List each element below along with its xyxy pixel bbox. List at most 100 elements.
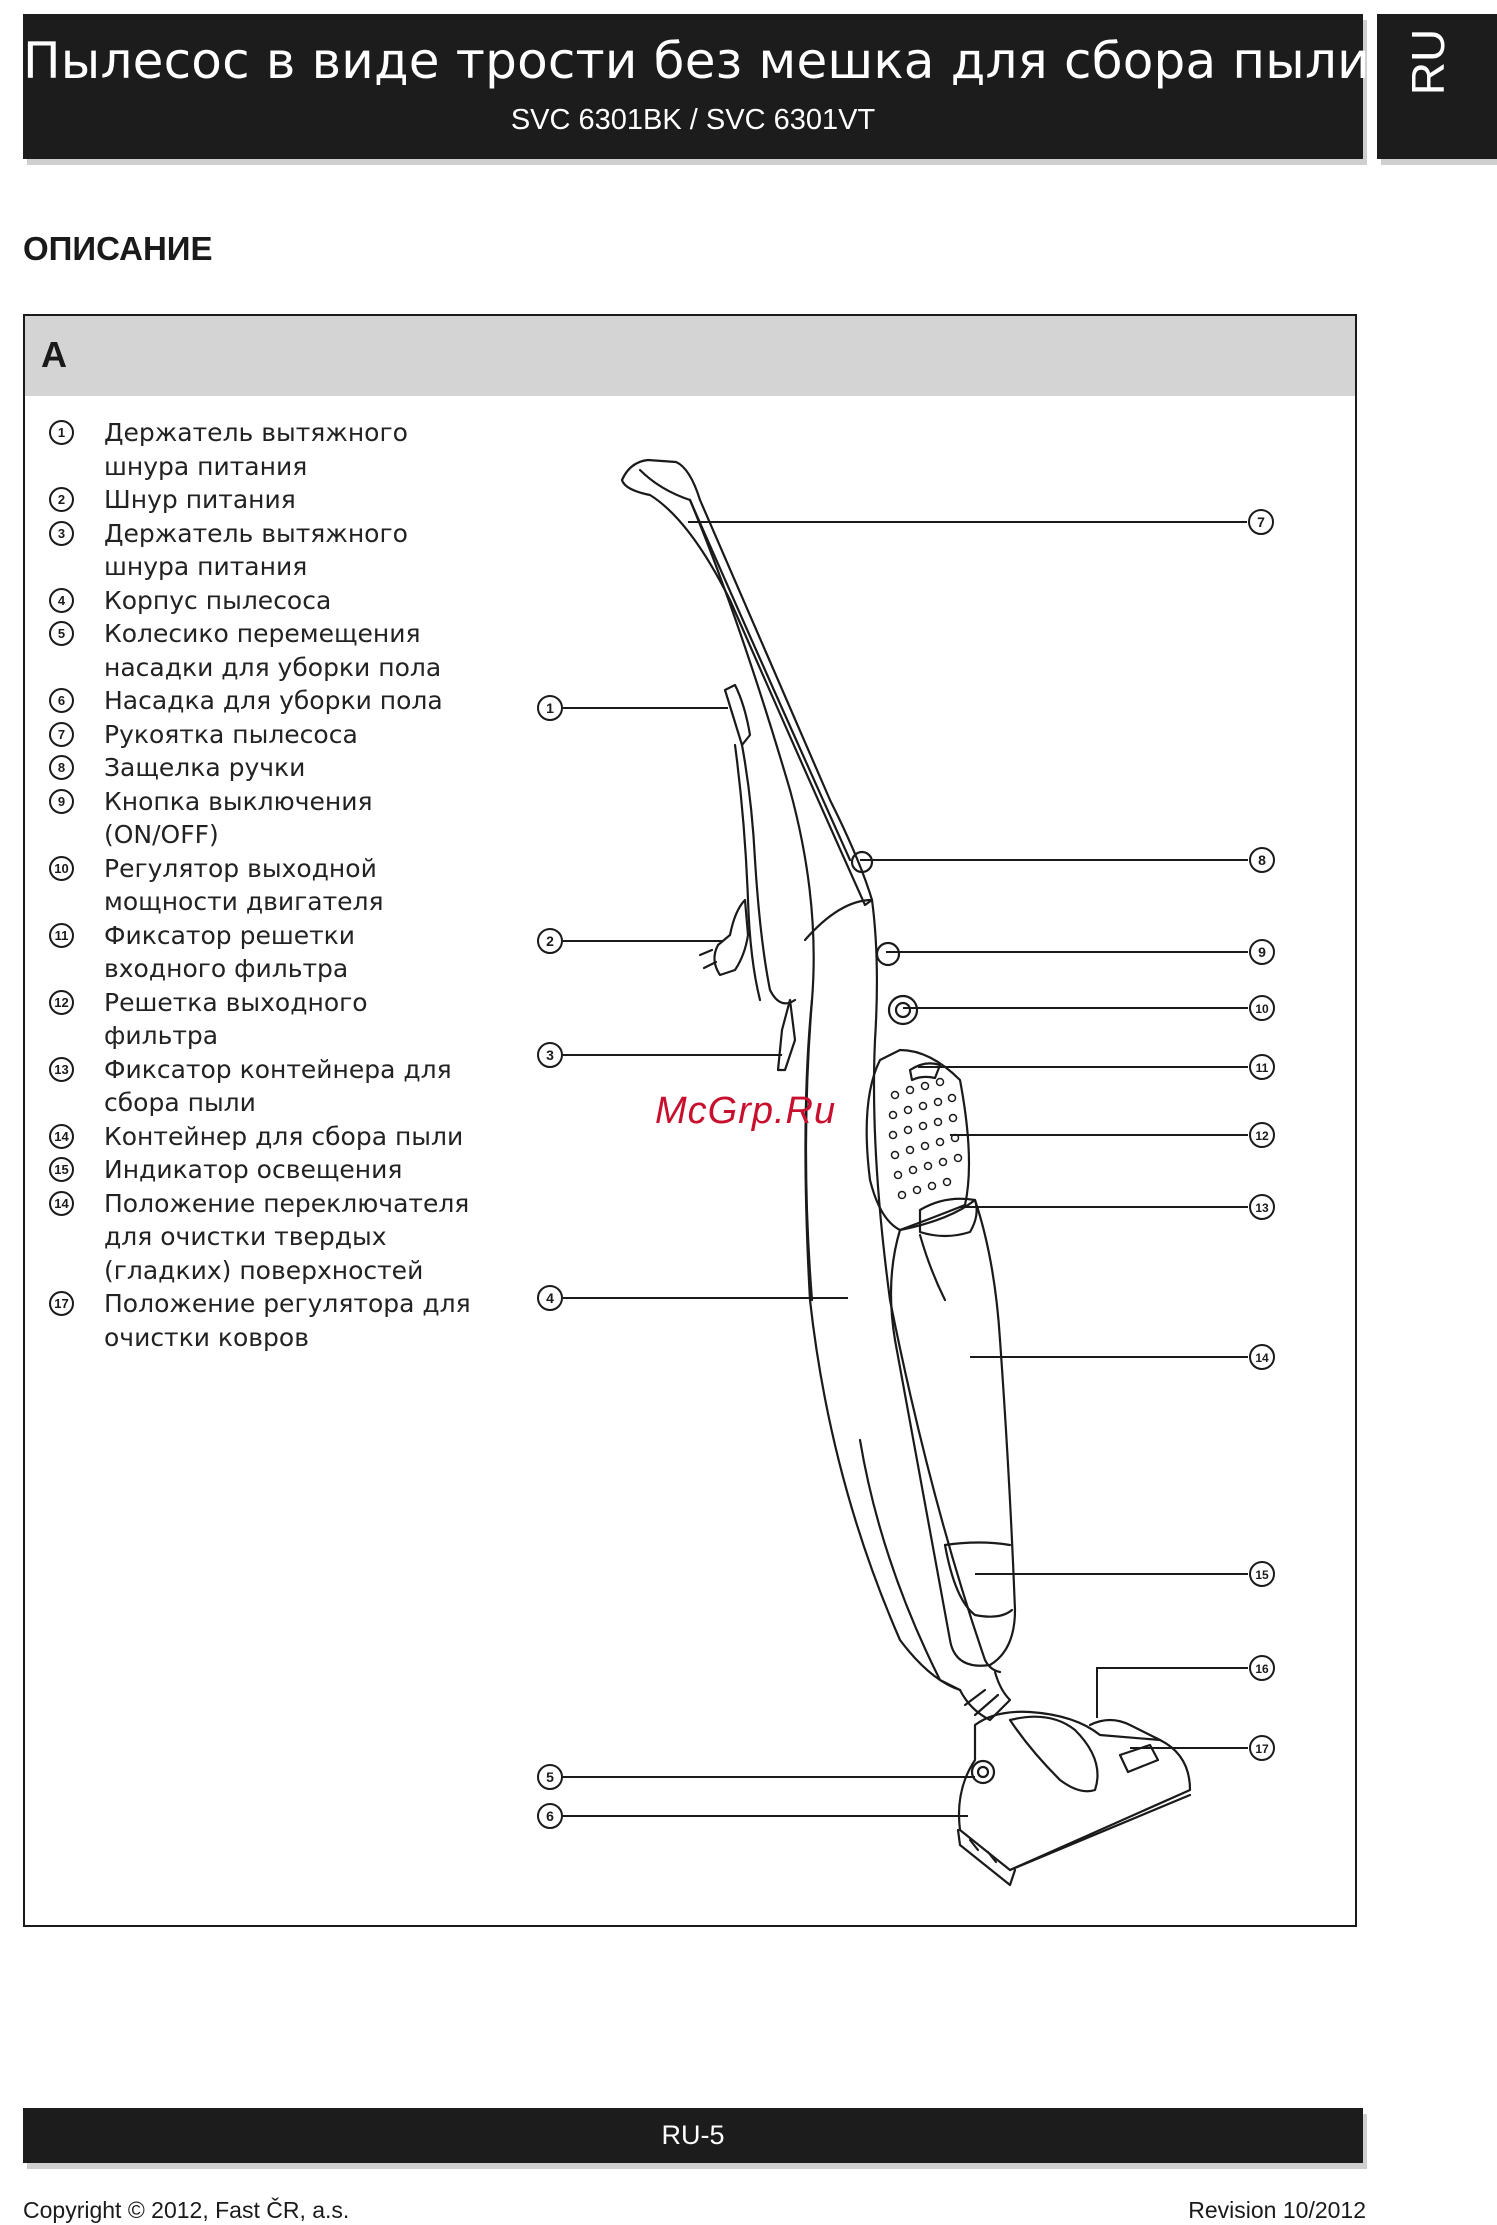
legend-text: Фиксатор решетки входного фильтра [104, 920, 356, 984]
legend-item: 8 Защелка ручки [47, 751, 477, 785]
legend-item: 14 Положение переключателя для очистки тв… [47, 1187, 477, 1288]
callout-label: 8 [1258, 852, 1266, 868]
legend-item: 13 Фиксатор контейнера для сбора пыли [47, 1053, 477, 1120]
legend-number: 15 [49, 1157, 74, 1182]
legend-item: 17 Положение регулятора для очистки ковро… [47, 1287, 477, 1354]
callout-leaders [563, 521, 1248, 1817]
power-button [875, 941, 901, 967]
legend-item: 14 Контейнер для сбора пыли [47, 1120, 477, 1154]
callout-label: 4 [546, 1290, 554, 1306]
legend-text: Фиксатор контейнера для сбора пыли [104, 1054, 452, 1118]
legend-number: 13 [49, 1056, 74, 1082]
legend-text: Корпус пылесоса [104, 585, 332, 615]
legend-text: Защелка ручки [104, 753, 306, 782]
legend-number: 8 [49, 755, 74, 780]
callout-17: 17 [1249, 1735, 1275, 1761]
legend-text: Индикатор освещения [104, 1155, 403, 1184]
revision: Revision 10/2012 [1188, 2197, 1366, 2223]
legend-item: 7 Рукоятка пылесоса [47, 718, 477, 752]
callout-6: 6 [537, 1803, 563, 1829]
legend-number: 3 [49, 520, 74, 546]
legend-item: 3 Держатель вытяжного шнура питания [47, 517, 477, 584]
callout-label: 11 [1256, 1061, 1269, 1075]
callout-2: 2 [537, 928, 563, 954]
document-title: Пылесос в виде трости без мешка для сбор… [23, 32, 1370, 90]
callout-label: 16 [1255, 1662, 1269, 1676]
header-bar: Пылесос в виде трости без мешка для сбор… [23, 14, 1370, 159]
handle-outline [620, 458, 874, 907]
legend-number: 5 [49, 621, 74, 646]
model-number: SVC 6301BK / SVC 6301VT [510, 104, 876, 136]
panel-header: A [25, 316, 1355, 396]
copyright: Copyright © 2012, Fast ČR, a.s. [23, 2197, 350, 2223]
legend-number: 1 [49, 420, 74, 445]
callout-10: 10 [1249, 995, 1275, 1021]
legend-item: 15 Индикатор освещения [47, 1153, 477, 1187]
watermark-text: McGrp.Ru [655, 1090, 837, 1132]
legend-text: Держатель вытяжного шнура питания [104, 518, 408, 582]
footer-bar: RU-5 [23, 2108, 1363, 2163]
legend-number: 12 [49, 989, 74, 1015]
legend-item: 4 Корпус пылесоса [47, 584, 477, 618]
callout-label: 6 [546, 1808, 554, 1824]
callout-8: 8 [1249, 847, 1275, 873]
callout-15: 15 [1249, 1561, 1275, 1587]
legend-item: 10 Регулятор выходной мощности двигателя [47, 852, 477, 919]
legend-item: 9 Кнопка выключения (ON/OFF) [47, 785, 477, 852]
legend-text: Рукоятка пылесоса [104, 719, 358, 749]
legend-number: 7 [49, 721, 74, 747]
power-regulator [887, 994, 919, 1026]
body-outline [688, 498, 962, 1692]
callout-11: 11 [1249, 1054, 1275, 1080]
legend-text: Регулятор выходной мощности двигателя [104, 853, 384, 917]
legend-number: 10 [49, 855, 74, 881]
callout-label: 9 [1258, 944, 1266, 960]
legend-number: 4 [49, 587, 74, 613]
callout-4: 4 [537, 1285, 563, 1311]
callout-3: 3 [537, 1042, 563, 1068]
legend-text: Шнур питания [104, 485, 296, 514]
filter-grille [888, 1077, 963, 1200]
callout-13: 13 [1249, 1194, 1275, 1220]
callout-label: 15 [1255, 1568, 1269, 1582]
callout-9: 9 [1249, 939, 1275, 965]
legend-number: 14 [49, 1190, 74, 1216]
callout-7: 7 [1248, 509, 1274, 535]
callout-label: 3 [546, 1047, 554, 1063]
legend-number: 9 [49, 788, 74, 814]
callout-label: 12 [1255, 1129, 1269, 1143]
callout-label: 17 [1255, 1742, 1269, 1756]
legend-text: Контейнер для сбора пыли [104, 1121, 464, 1151]
legend-text: Положение регулятора для очистки ковров [104, 1289, 471, 1352]
callout-label: 1 [546, 700, 554, 716]
handle-latch [850, 850, 874, 874]
callout-label: 13 [1255, 1201, 1269, 1215]
legend-text: Держатель вытяжного шнура питания [104, 418, 408, 481]
legend-number: 2 [49, 487, 74, 512]
legend-text: Колесико перемещения насадки для уборки … [104, 619, 442, 682]
legend-item: 5 Колесико перемещения насадки для уборки… [47, 617, 477, 684]
legend-item: 12 Решетка выходного фильтра [47, 986, 477, 1053]
callout-1: 1 [537, 695, 563, 721]
callout-5: 5 [537, 1764, 563, 1790]
callout-label: 5 [546, 1769, 554, 1785]
floor-nozzle-outline [957, 1710, 1192, 1872]
callout-label: 10 [1255, 1002, 1269, 1016]
callout-label: 2 [546, 933, 554, 949]
legend-text: Решетка выходного фильтра [104, 987, 368, 1051]
callout-14: 14 [1249, 1344, 1275, 1370]
legend-text: Насадка для уборки пола [104, 686, 443, 715]
legend-number: 14 [49, 1123, 74, 1149]
legend-text: Положение переключателя для очистки твер… [104, 1188, 470, 1285]
callout-12: 12 [1249, 1122, 1275, 1148]
power-plug [713, 898, 750, 977]
page-number: RU-5 [661, 2120, 725, 2150]
legend-number: 17 [49, 1291, 74, 1316]
legend-text: Кнопка выключения (ON/OFF) [104, 786, 373, 850]
